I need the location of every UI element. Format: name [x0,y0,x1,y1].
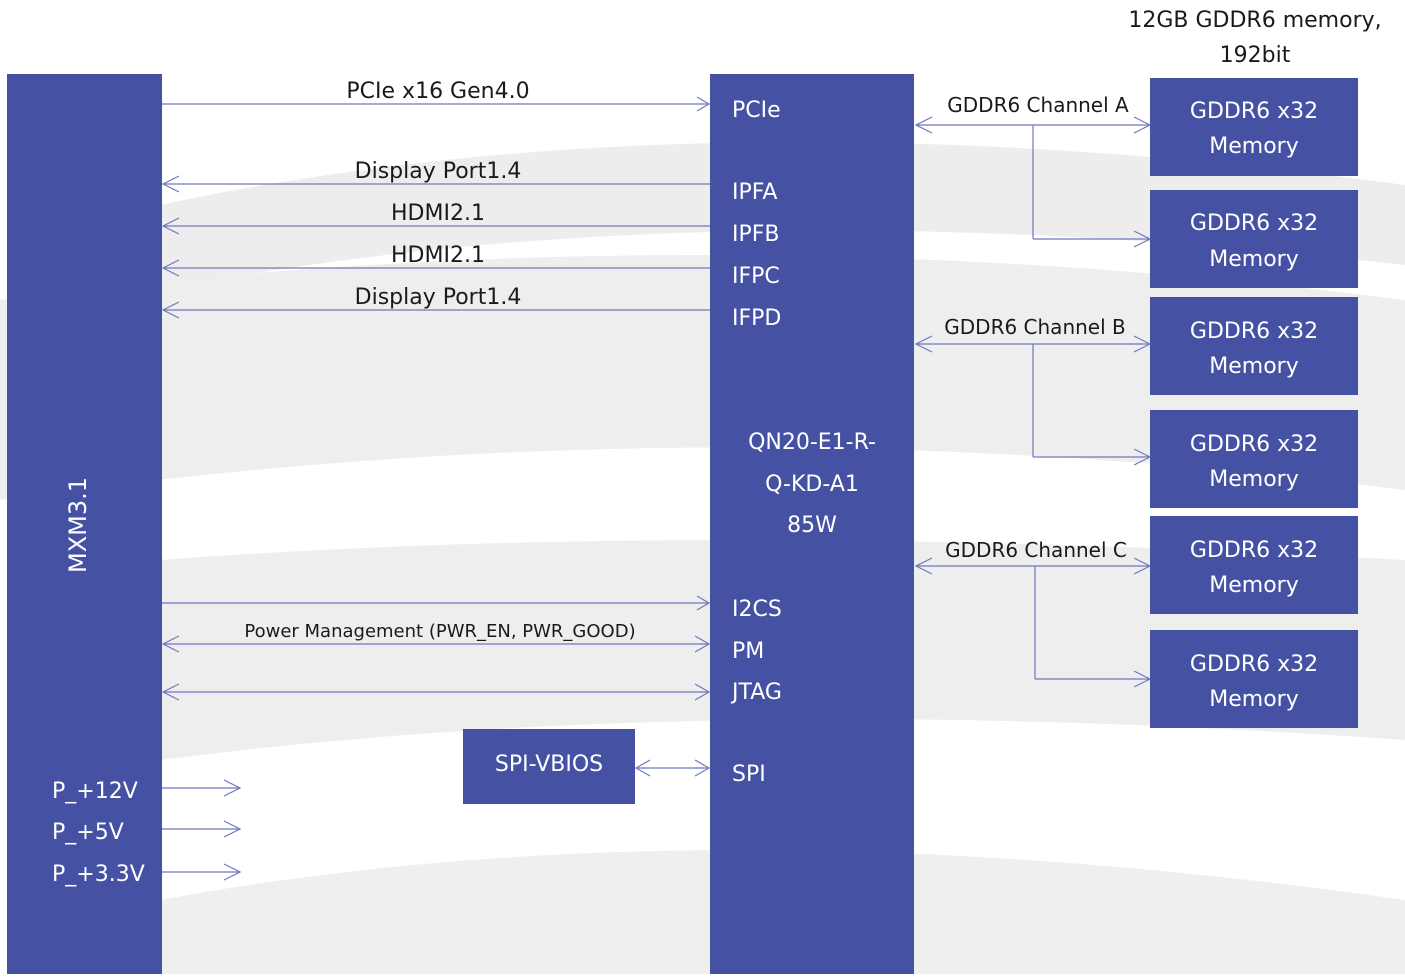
memory-chip-6-line1: GDDR6 x32 [1190,652,1318,677]
link-pcie-arrow [162,96,711,112]
port-pcie: PCIe [732,98,781,123]
port-ifpc: IFPC [732,264,780,289]
port-i2cs: I2CS [732,597,782,622]
memory-chip-4-line1: GDDR6 x32 [1190,432,1318,457]
port-jtag: JTAG [730,680,782,705]
gpu-block [710,74,914,974]
channel-b-lines [914,335,1152,466]
link-power-mgmt-label: Power Management (PWR_EN, PWR_GOOD) [244,621,635,642]
memory-chip-2-line1: GDDR6 x32 [1190,211,1318,236]
rail-3v3-arrow [162,863,242,881]
channel-b-label: GDDR6 Channel B [944,315,1125,339]
link-hdmi1-label: HDMI2.1 [391,201,485,226]
memory-summary-line2: 192bit [1220,43,1291,68]
gpu-power: 85W [787,513,837,538]
memory-chip-6: GDDR6 x32 Memory [1150,630,1358,728]
memory-chip-3-line1: GDDR6 x32 [1190,319,1318,344]
port-ifpd: IFPD [732,306,781,331]
link-i2cs-arrow [162,595,711,611]
port-spi: SPI [732,762,766,787]
memory-chip-5-line2: Memory [1209,573,1298,598]
channel-c-label: GDDR6 Channel C [945,538,1127,562]
memory-chip-4: GDDR6 x32 Memory [1150,410,1358,508]
gpu-name-line2: Q-KD-A1 [765,472,859,497]
link-dp2-arrow [161,301,710,319]
link-hdmi2-arrow [161,259,710,277]
memory-chip-3: GDDR6 x32 Memory [1150,297,1358,395]
memory-chip-4-line2: Memory [1209,467,1298,492]
link-dp2-label: Display Port1.4 [355,285,522,310]
memory-chip-5-line1: GDDR6 x32 [1190,538,1318,563]
power-rail-3v3: P_+3.3V [52,862,145,887]
spi-vbios-label: SPI-VBIOS [495,752,603,777]
link-jtag-arrow [161,683,711,701]
mxm-block [7,74,162,974]
memory-chip-2-line2: Memory [1209,247,1298,272]
gpu-name-line1: QN20-E1-R- [748,430,876,455]
channel-c-lines [914,557,1152,688]
power-rail-5v: P_+5V [52,820,124,845]
memory-chip-1-line1: GDDR6 x32 [1190,99,1318,124]
channel-a-lines [914,116,1152,248]
link-pm-arrow [161,635,711,653]
link-dp1-label: Display Port1.4 [355,159,522,184]
memory-chip-1-line2: Memory [1209,134,1298,159]
memory-chip-1: GDDR6 x32 Memory [1150,78,1358,176]
link-hdmi2-label: HDMI2.1 [391,243,485,268]
port-ipfa: IPFA [732,180,777,205]
memory-chip-6-line2: Memory [1209,687,1298,712]
rail-5v-arrow [162,820,242,838]
memory-chip-3-line2: Memory [1209,354,1298,379]
link-hdmi1-arrow [161,217,710,235]
link-spi-arrow [634,759,711,777]
power-rail-12v: P_+12V [52,779,138,804]
rail-12v-arrow [162,779,242,797]
port-pm: PM [732,639,764,664]
spi-vbios-block [463,729,635,804]
mxm-label: MXM3.1 [64,477,92,573]
memory-chip-5: GDDR6 x32 Memory [1150,516,1358,614]
connections [161,96,1152,881]
memory-summary-line1: 12GB GDDR6 memory, [1128,8,1381,33]
port-ipfb: IPFB [732,222,780,247]
link-pcie-label: PCIe x16 Gen4.0 [346,79,529,104]
memory-chip-2: GDDR6 x32 Memory [1150,190,1358,288]
link-dp1-arrow [161,175,710,193]
channel-a-label: GDDR6 Channel A [947,93,1129,117]
